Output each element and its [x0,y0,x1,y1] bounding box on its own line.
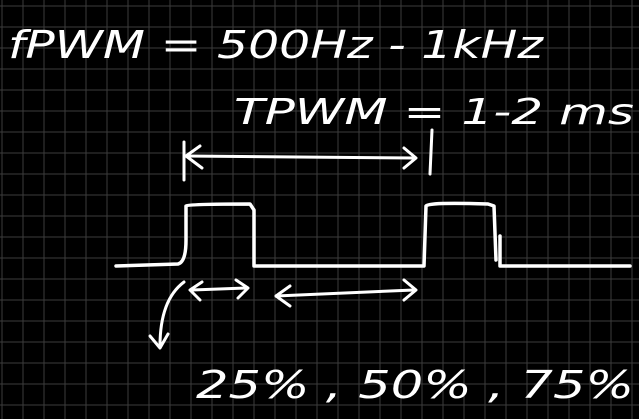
duty-cycle-pointer-arrow [148,280,186,350]
duty-cycle-values: 25% , 50% , 75% [196,363,634,407]
pwm-period-note: TPWM = 1-2 ms [234,92,634,133]
on-time-double-arrow [188,278,250,302]
off-time-double-arrow [274,278,418,308]
pwm-frequency-note: fPWM = 500Hz - 1kHz [8,23,544,67]
period-dimension-arrow [182,128,434,182]
pwm-square-wave [114,201,632,268]
